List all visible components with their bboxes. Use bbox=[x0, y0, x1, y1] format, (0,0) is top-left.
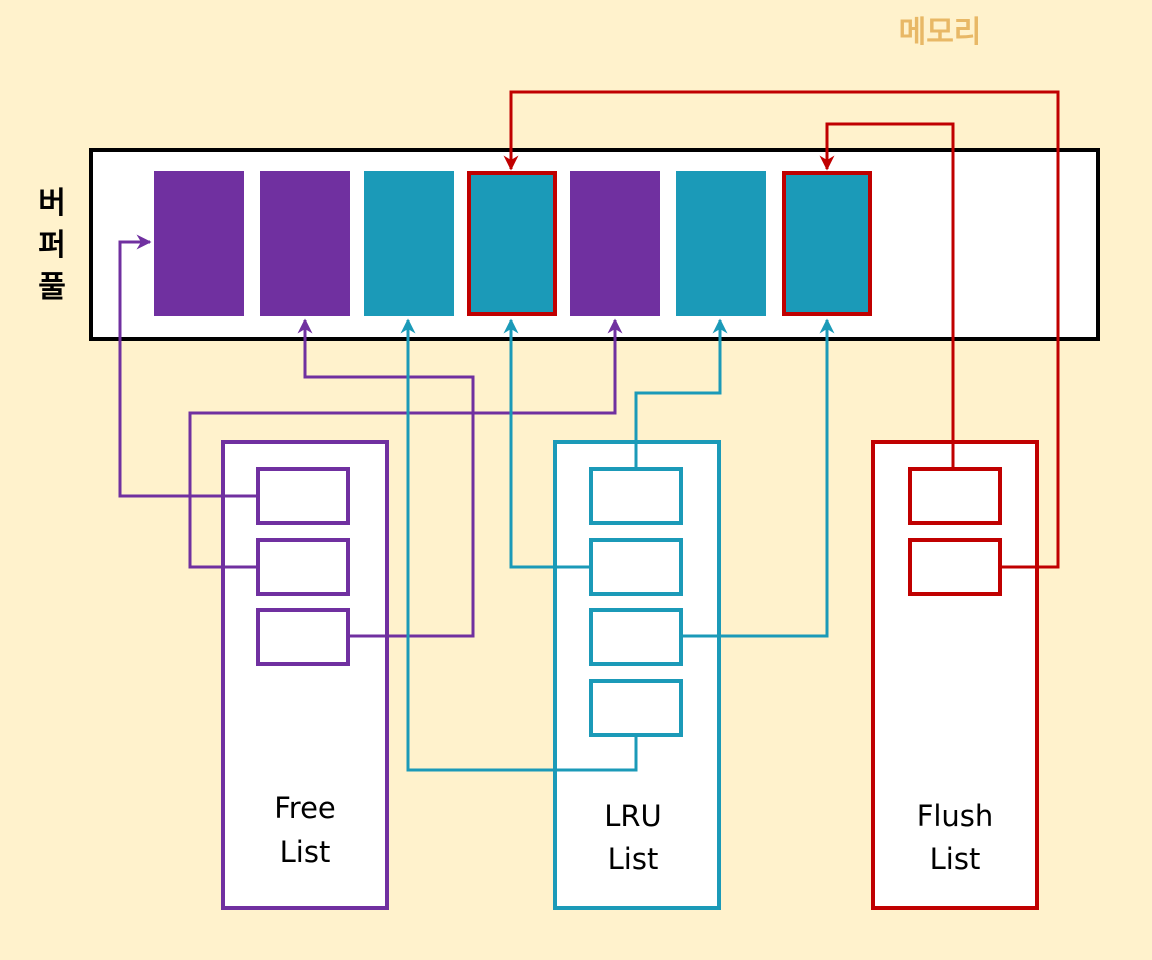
free-entry-1 bbox=[256, 467, 350, 525]
buffer-pool-label-char-3: 풀 bbox=[38, 270, 66, 305]
list-titles: Free List LRU List Flush List bbox=[274, 791, 993, 876]
lru-entry-1 bbox=[589, 467, 683, 525]
flush-entry-1-link bbox=[819, 122, 955, 468]
lru-entry-2-link bbox=[503, 318, 591, 569]
free-entry-2 bbox=[256, 538, 350, 596]
free-entry-3 bbox=[256, 608, 350, 666]
lru-entry-3 bbox=[589, 608, 683, 666]
flush-entry-2 bbox=[908, 538, 1002, 596]
flush-list bbox=[871, 440, 1039, 910]
page-1 bbox=[154, 171, 244, 316]
lru-entry-4-link bbox=[400, 318, 638, 772]
page-4 bbox=[467, 171, 557, 316]
lru-entry-2 bbox=[589, 538, 683, 596]
flush-entry-2-link bbox=[503, 90, 1060, 569]
page-7 bbox=[782, 171, 872, 316]
lru-list-title-1: LRU bbox=[604, 799, 662, 833]
lru-list-title-2: List bbox=[608, 842, 659, 876]
buffer-pool-label: 버 퍼 풀 bbox=[38, 186, 66, 305]
flush-entry-1 bbox=[908, 467, 1002, 525]
buffer-pages bbox=[154, 171, 872, 316]
page-6 bbox=[676, 171, 766, 316]
lru-entry-3-link bbox=[681, 318, 835, 638]
flush-list-title-1: Flush bbox=[917, 799, 994, 833]
buffer-pool-label-char-2: 퍼 bbox=[38, 228, 66, 263]
free-list-title-1: Free bbox=[274, 791, 336, 825]
list-entries bbox=[256, 467, 1002, 737]
lru-entry-1-link bbox=[634, 318, 728, 468]
free-list-title-2: List bbox=[280, 835, 331, 869]
lru-entry-4 bbox=[589, 679, 683, 737]
flush-list-title-2: List bbox=[930, 842, 981, 876]
memory-label: 메모리 bbox=[899, 15, 982, 50]
page-2 bbox=[260, 171, 350, 316]
page-3 bbox=[364, 171, 454, 316]
free-entry-3-link bbox=[297, 318, 475, 638]
page-5 bbox=[570, 171, 660, 316]
free-entry-2-link bbox=[188, 318, 623, 569]
connectors bbox=[118, 90, 1060, 772]
buffer-pool-label-char-1: 버 bbox=[38, 186, 66, 221]
